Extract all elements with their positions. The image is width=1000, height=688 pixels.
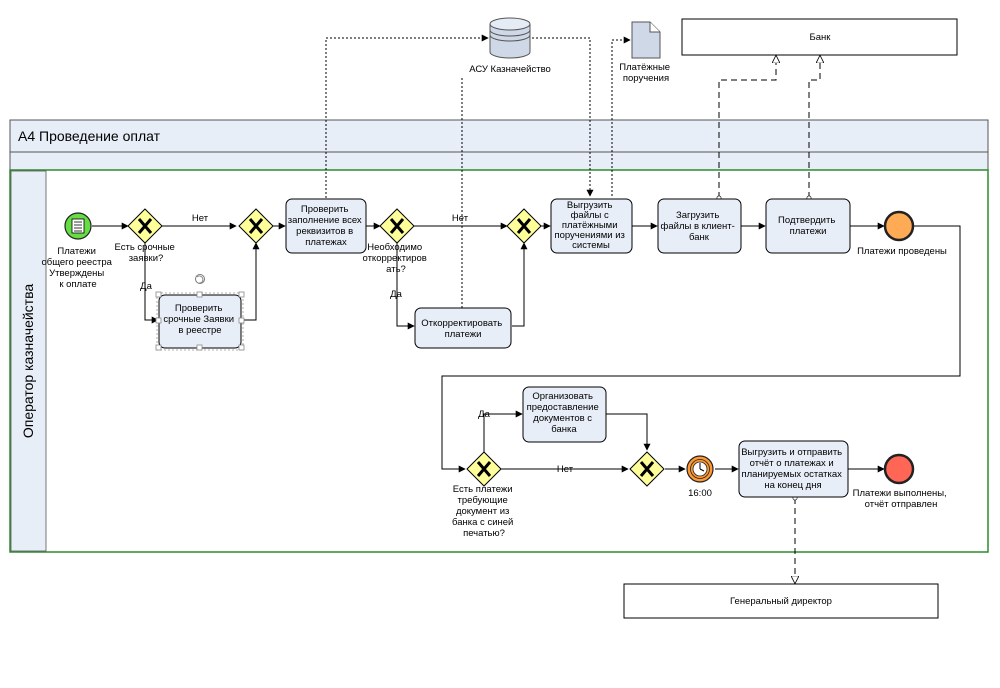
flow-label-yes-3: Да	[478, 409, 490, 420]
task-send-report[interactable]	[738, 440, 849, 498]
task-export-files-label: Выгрузить файлы с платёжными поручениями…	[554, 200, 627, 251]
task-confirm-payments[interactable]	[765, 198, 851, 254]
pool-subheader	[9, 151, 989, 171]
bank-participant	[681, 18, 958, 56]
gateway-need-correction	[379, 208, 415, 244]
start-event	[64, 212, 92, 240]
task-check-urgent-requests-label: Проверить срочные Заявки в реестре	[163, 303, 236, 336]
director-participant	[623, 583, 939, 619]
task-fix-payments[interactable]	[414, 307, 512, 349]
task-load-client-bank-label: Загрузить файлы в клиент- банк	[661, 210, 738, 243]
gateway-need-correction-label: Необходимо откорректиров ать?	[363, 242, 430, 275]
flow-asu-to-export	[532, 37, 594, 197]
start-event-label: Платежи общего реестра Утверждены к опла…	[41, 246, 114, 290]
asu-datastore-icon	[489, 17, 531, 59]
flow-export-to-doc	[611, 36, 631, 196]
director-label: Генеральный директор	[730, 596, 832, 607]
end-event-final-label: Платежи выполнены, отчёт отправлен	[853, 488, 950, 510]
gateway-urgent-requests-label: Есть срочные заявки?	[115, 242, 178, 264]
gateway-urgent-requests	[127, 208, 163, 244]
lane-title: Оператор казначейства	[20, 284, 36, 439]
pool-title: А4 Проведение оплат	[18, 128, 161, 144]
gateway-bank-document	[466, 451, 502, 487]
task-fix-payments-label: Откорректировать платежи	[421, 318, 505, 340]
task-send-report-label: Выгрузить и отправить отчёт о платежах и…	[741, 447, 845, 491]
flow-label-no-2: Нет	[452, 213, 469, 224]
gateway-merge-2	[506, 208, 542, 244]
pool-header	[9, 119, 989, 153]
flow-label-no-1: Нет	[192, 213, 209, 224]
rotate-handle-icon[interactable]	[195, 274, 205, 284]
payment-orders-label: Платёжные поручения	[619, 62, 672, 84]
task-check-urgent-requests[interactable]	[155, 291, 245, 351]
flow-confirm-to-bank	[809, 56, 820, 198]
task-check-requisites-label: Проверить заполнение всех реквизитов в п…	[288, 204, 365, 248]
asu-label: АСУ Казначейство	[469, 64, 551, 75]
flow-label-yes-1: Да	[140, 281, 152, 292]
task-organize-documents-label: Организовать предоставление документов с…	[527, 391, 602, 435]
end-event-payments-done-label: Платежи проведены	[857, 246, 947, 257]
bank-label: Банк	[810, 32, 832, 43]
gateway-merge-3	[629, 451, 665, 487]
seq-org-to-g6	[606, 413, 651, 451]
task-load-client-bank[interactable]	[657, 198, 742, 254]
payment-orders-document-icon	[631, 21, 661, 59]
task-check-requisites[interactable]	[285, 198, 367, 254]
task-export-files[interactable]	[550, 198, 633, 254]
seq-urgent-to-g2	[242, 242, 260, 321]
seq-g5-yes	[483, 410, 523, 452]
seq-g1-yes	[144, 243, 159, 324]
task-organize-documents[interactable]	[522, 386, 607, 443]
flow-label-no-3: Нет	[557, 464, 574, 475]
task-confirm-payments-label: Подтвердить платежи	[778, 215, 838, 237]
timer-event-label: 16:00	[688, 488, 712, 499]
end-event-payments-done	[883, 210, 915, 242]
gateway-bank-document-label: Есть платежи требующие документ из банка…	[452, 484, 516, 539]
seq-fix-to-g4	[512, 242, 528, 327]
seq-end-to-g5	[441, 225, 961, 473]
flow-check-to-asu	[325, 34, 489, 198]
timer-event-icon	[686, 455, 714, 483]
end-event-final	[883, 453, 915, 485]
flow-label-yes-2: Да	[390, 289, 402, 300]
seq-g3-yes	[396, 243, 415, 330]
lane-header	[10, 170, 47, 552]
gateway-merge-1	[238, 208, 274, 244]
